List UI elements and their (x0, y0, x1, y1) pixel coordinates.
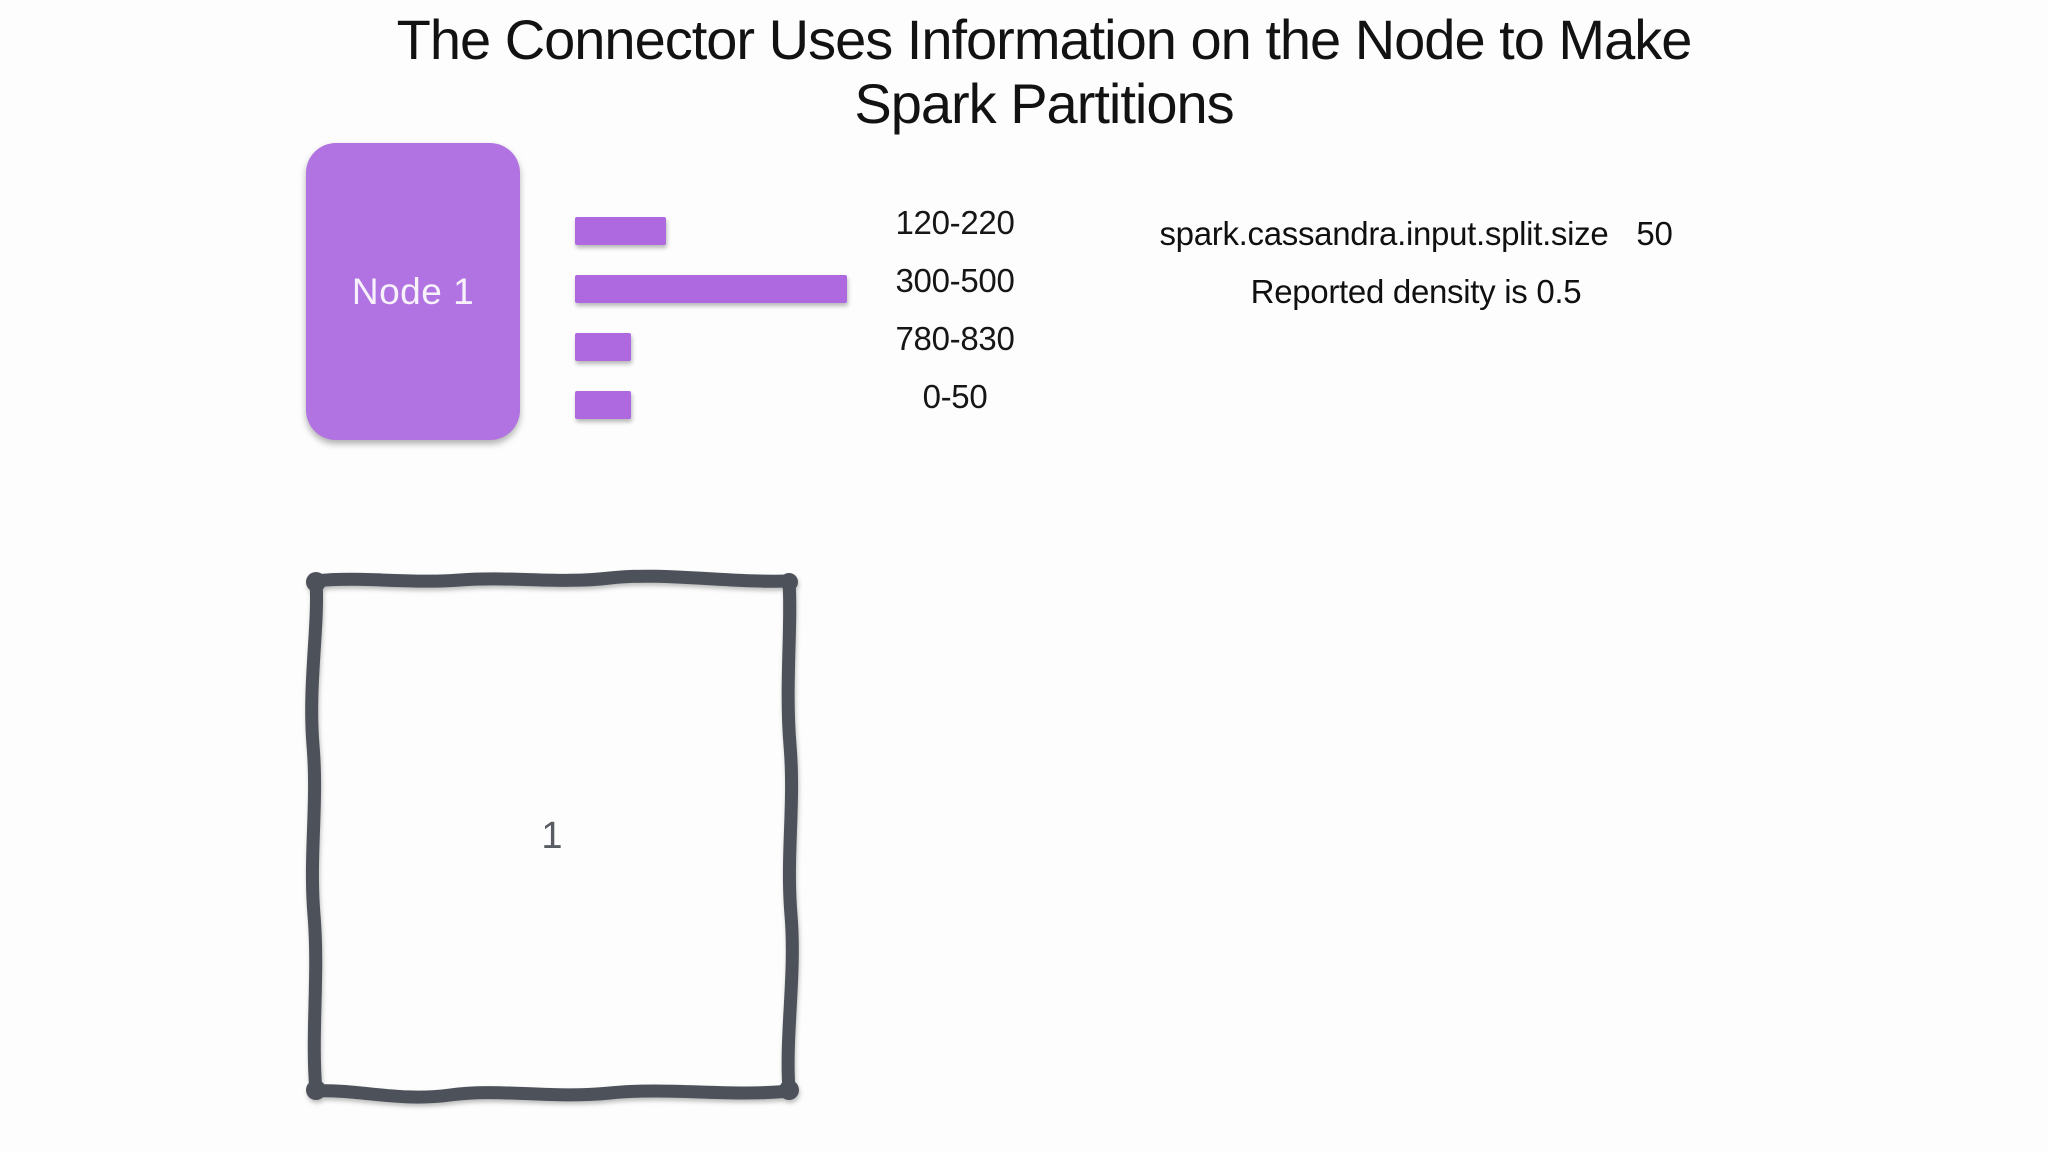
config-block: spark.cassandra.input.split.size 50 Repor… (1116, 214, 1716, 334)
slide-title: The Connector Uses Information on the No… (40, 8, 2048, 136)
config-label: spark.cassandra.input.split.size (1159, 215, 1609, 252)
node-box: Node 1 (306, 143, 520, 440)
token-range-label: 120-220 (895, 204, 1015, 241)
token-bar (575, 333, 631, 361)
token-range-label: 300-500 (895, 262, 1015, 299)
config-line: spark.cassandra.input.split.size 50 (1116, 214, 1716, 254)
partition-box-outline (305, 569, 799, 1104)
partition-box (300, 565, 805, 1107)
token-range-label: 780-830 (895, 320, 1015, 357)
partition-box-label: 1 (541, 815, 563, 857)
token-bar (575, 217, 666, 245)
slide-title-line-1: The Connector Uses Information on the No… (396, 8, 1693, 71)
node-label: Node 1 (351, 270, 475, 312)
token-bar (575, 275, 847, 303)
token-bar (575, 391, 631, 419)
token-range-label: 0-50 (922, 378, 988, 415)
density-text: Reported density is 0.5 (1250, 273, 1582, 310)
slide-title-line-2: Spark Partitions (854, 72, 1234, 135)
config-value: 50 (1636, 215, 1673, 252)
